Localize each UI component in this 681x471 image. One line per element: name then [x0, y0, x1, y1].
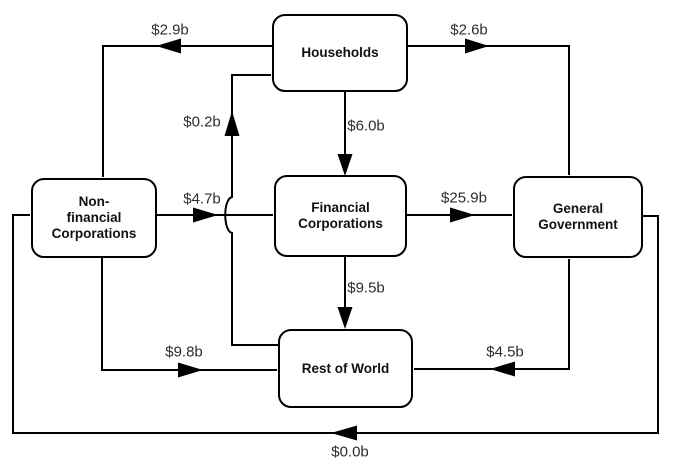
flow-gg-to-nfc-arrowhead — [331, 425, 357, 441]
node-label: Non- financial Corporations — [52, 194, 137, 242]
flow-label-fc-to-row: $9.5b — [347, 279, 385, 297]
node-label-line: Corporations — [298, 216, 383, 231]
flow-fc-to-row-arrowhead — [337, 307, 353, 329]
flow-gg-to-row-arrowhead — [490, 361, 515, 377]
flow-label-fc-to-gg: $25.9b — [441, 189, 487, 207]
node-label: General Government — [538, 201, 618, 233]
flow-row-to-households-arrowhead — [224, 111, 240, 136]
node-label-line: General — [552, 201, 604, 216]
flow-label-households-to-fc: $6.0b — [347, 117, 385, 135]
flow-fc-to-gg-arrowhead — [450, 207, 475, 223]
node-label-line: Financial — [311, 200, 370, 215]
node-label-line: financial — [66, 210, 122, 225]
flow-nfc-to-row-connector — [101, 258, 277, 371]
flow-households-to-gg-connector — [408, 45, 570, 175]
flow-households-to-gg-arrowhead — [465, 38, 489, 54]
node-rest-of-world: Rest of World — [278, 329, 413, 408]
flow-nfc-to-row-arrowhead — [178, 362, 203, 378]
node-general-government: General Government — [513, 176, 643, 258]
flow-nfc-to-fc-arrowhead — [193, 207, 218, 223]
flow-households-to-fc-arrowhead — [337, 154, 353, 176]
flow-gg-to-row-connector — [414, 259, 570, 370]
flow-label-gg-to-row: $4.5b — [486, 343, 524, 361]
flow-households-to-nfc-connector — [102, 45, 272, 177]
node-label-line: Corporations — [51, 226, 137, 241]
flow-label-nfc-to-fc: $4.7b — [183, 190, 221, 208]
node-label: Households — [301, 45, 378, 61]
node-label-line: Rest of World — [301, 360, 390, 376]
flow-label-households-to-gg: $2.6b — [450, 21, 488, 39]
flow-label-row-to-households: $0.2b — [183, 113, 221, 131]
flow-label-gg-to-nfc: $0.0b — [331, 443, 369, 461]
flow-label-households-to-nfc: $2.9b — [151, 21, 189, 39]
node-label-line: Households — [301, 45, 379, 60]
node-households: Households — [272, 14, 408, 92]
node-label-line: Non- — [78, 194, 110, 209]
node-label: Financial Corporations — [298, 200, 383, 232]
flow-label-nfc-to-row: $9.8b — [165, 343, 203, 361]
flow-households-to-nfc-arrowhead — [156, 38, 181, 54]
node-label-line: Government — [538, 217, 618, 232]
node-label: Rest of World — [302, 361, 390, 377]
node-financial-corporations: Financial Corporations — [274, 175, 407, 257]
node-non-financial-corporations: Non- financial Corporations — [31, 178, 157, 258]
